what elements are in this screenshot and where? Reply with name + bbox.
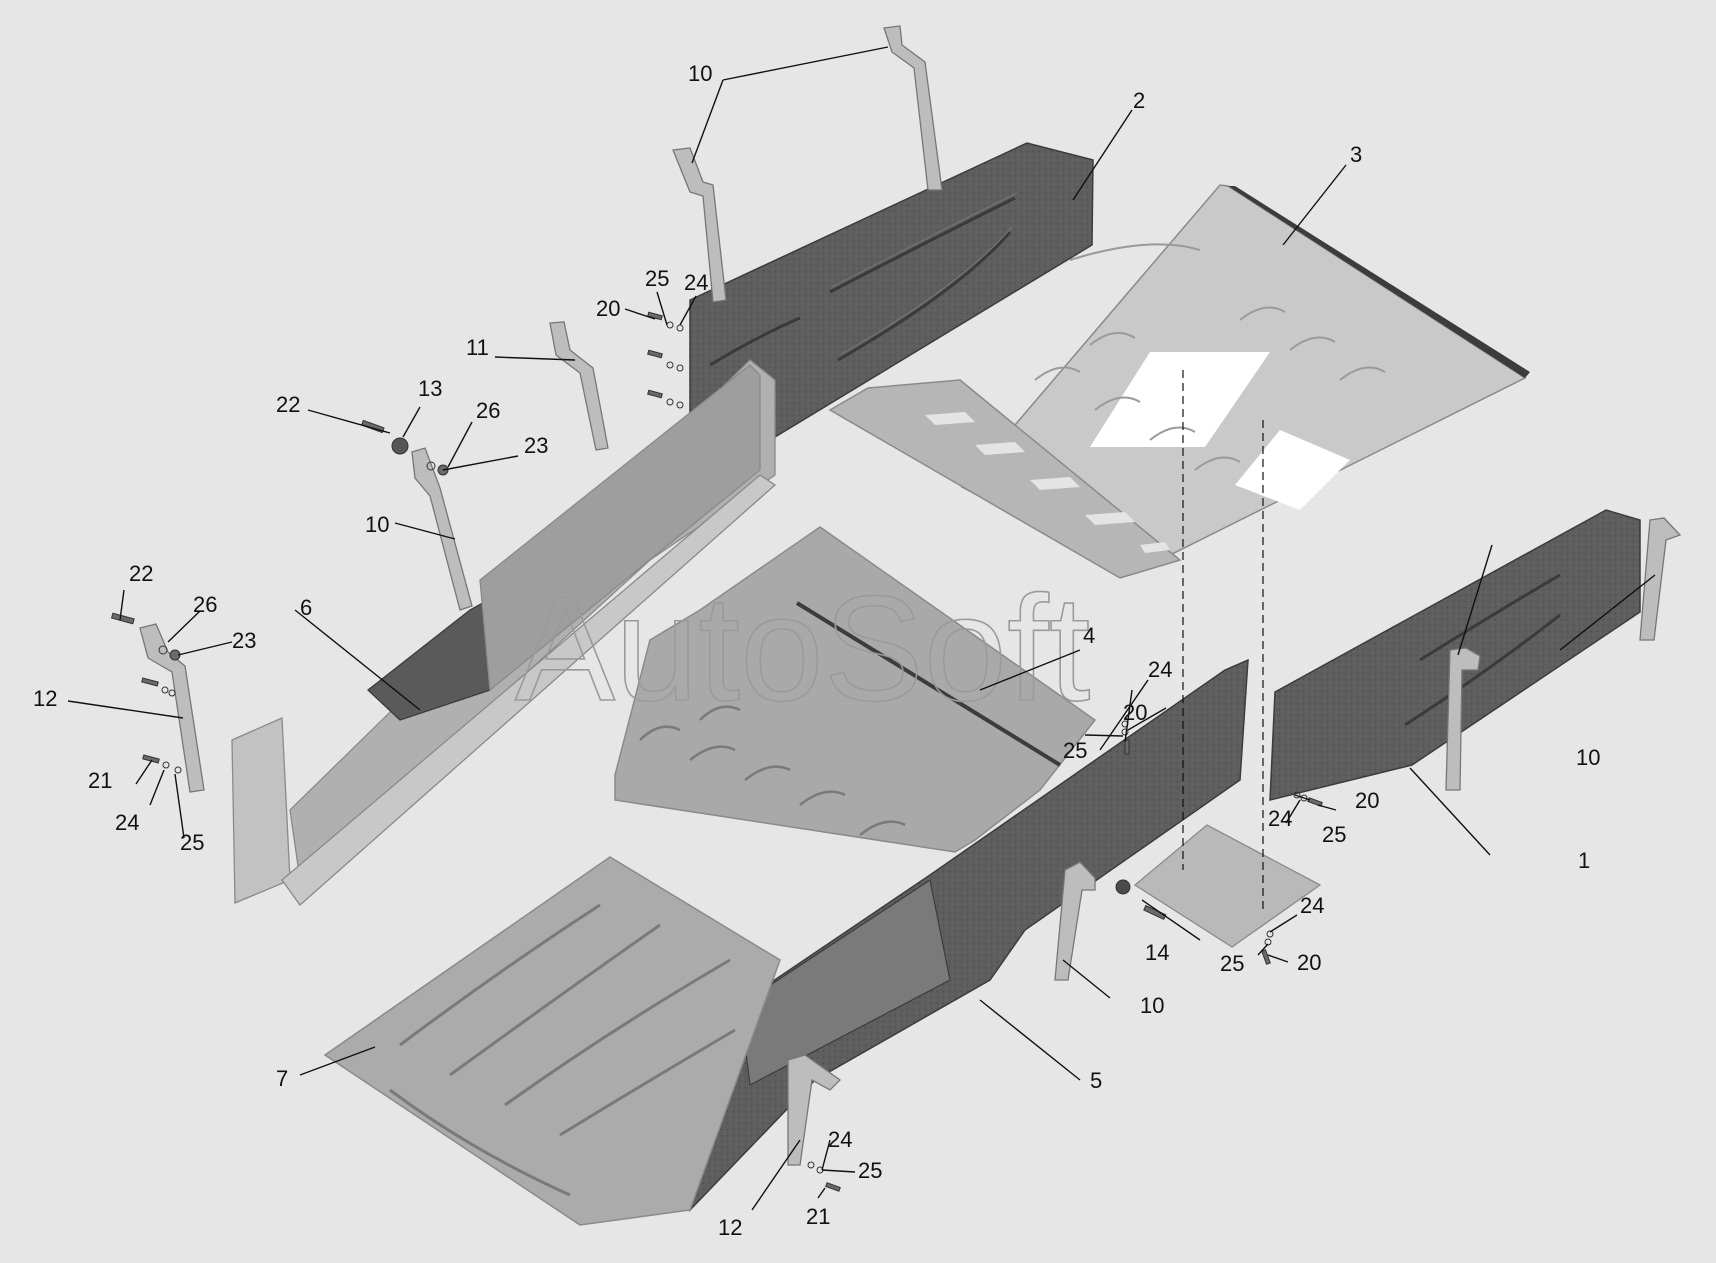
callout-11: 11 [466,335,489,360]
part-12-bracket-left [139,623,205,793]
callout-25-bottom: 25 [858,1158,882,1183]
callout-22-left: 22 [129,561,153,586]
part-10-bracket-top [672,25,943,303]
callout-25-mid: 25 [1063,738,1087,763]
callout-12-left: 12 [33,686,57,711]
part-6-left-side-panel [231,359,777,906]
callout-2: 2 [1133,88,1145,113]
callout-20-bottom: 20 [1297,950,1321,975]
part-3-floor-panel [960,184,1530,576]
part-10-bracket-left [411,447,473,611]
callout-26-left: 26 [193,592,217,617]
callout-24-bottom: 24 [828,1127,852,1152]
callout-24-bottom14: 24 [1300,893,1324,918]
part-4-central-floor [614,526,1097,853]
callout-3: 3 [1350,142,1362,167]
callout-12-bottom: 12 [718,1215,742,1240]
leader-lines [67,46,1656,1211]
callout-23-mid: 23 [524,433,548,458]
callout-24-left: 24 [115,810,139,835]
callout-25-right: 25 [1322,822,1346,847]
callout-10-right: 10 [1576,745,1600,770]
callout-26-mid: 26 [476,398,500,423]
part-7-bottom-floor [323,856,781,1226]
callout-6: 6 [300,595,312,620]
callout-1: 1 [1578,848,1590,873]
tunnel-cover [828,379,1182,579]
part-12-bracket-bottom [787,1054,842,1166]
watermark: AutoSoft [515,564,1090,732]
callout-13: 13 [418,376,442,401]
callout-labels: 1 2 3 4 5 6 7 10 10 10 10 11 12 12 13 14… [33,61,1600,1240]
alignment-lines [1182,370,1264,910]
callout-20-right: 20 [1355,788,1379,813]
callout-22-mid: 22 [276,392,300,417]
callout-20-mid: 20 [1123,700,1147,725]
callout-24-right: 24 [1268,806,1292,831]
callout-10-bottom: 10 [1140,993,1164,1018]
callout-21-left: 21 [88,768,112,793]
callout-20-top: 20 [596,296,620,321]
callout-7: 7 [276,1066,288,1091]
callout-25-top: 25 [645,266,669,291]
callout-21-bottom: 21 [806,1204,830,1229]
part-10-bracket-bottom [1054,861,1096,981]
callout-25-bottom14: 25 [1220,951,1244,976]
part-14-plate [1133,824,1322,948]
callout-10-top: 10 [688,61,712,86]
callout-25-left: 25 [180,830,204,855]
callout-4: 4 [1083,623,1095,648]
callout-10-left: 10 [365,512,389,537]
callout-24-top: 24 [684,270,708,295]
callout-24-mid: 24 [1148,657,1172,682]
callout-14: 14 [1145,940,1169,965]
part-11-bracket [549,321,609,451]
callout-5: 5 [1090,1068,1102,1093]
part-10-bracket-right [1445,517,1682,791]
callout-23-left: 23 [232,628,256,653]
part-5-dark-side-panel [688,658,1249,1213]
